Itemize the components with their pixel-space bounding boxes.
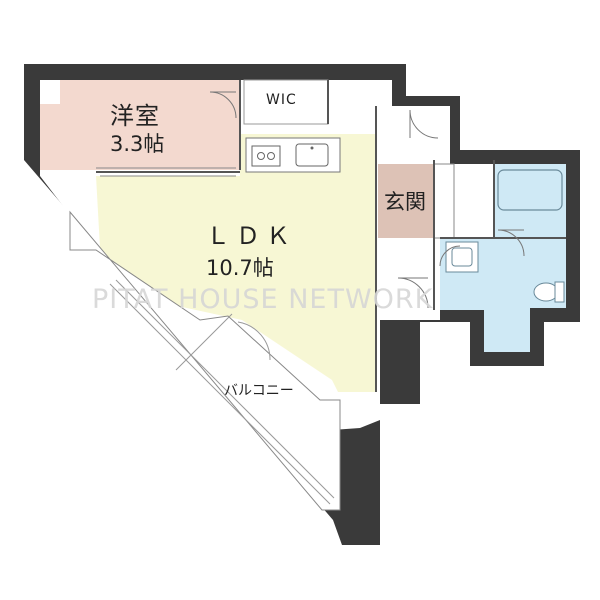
watermark: PITAT HOUSE NETWORK	[92, 284, 434, 315]
balcony-rail	[109, 279, 335, 505]
wic-label: WIC	[266, 92, 297, 108]
entrance-room	[378, 164, 434, 238]
shoe-cabinet	[433, 163, 455, 239]
western-room-closet	[40, 80, 60, 104]
ldk-room	[96, 134, 376, 392]
balcony-area	[69, 210, 341, 511]
bathtub-icon	[497, 169, 563, 211]
western-room-label: 洋室	[110, 102, 160, 130]
entrance-label: 玄関	[384, 190, 426, 214]
washbasin-icon	[445, 241, 479, 273]
sink-icon	[295, 143, 329, 167]
balcony-label: バルコニー	[224, 383, 294, 399]
door-swings	[209, 91, 525, 309]
western-room-size: 3.3帖	[110, 132, 165, 156]
western-room	[40, 80, 240, 170]
bath-room	[494, 164, 566, 238]
interior-walls	[96, 80, 566, 392]
window-lines	[96, 167, 236, 177]
ldk-size: 10.7帖	[206, 256, 274, 280]
toilet-icon	[533, 282, 559, 302]
stove-icon	[251, 145, 281, 167]
ldk-label: ＬＤＫ	[206, 222, 296, 250]
